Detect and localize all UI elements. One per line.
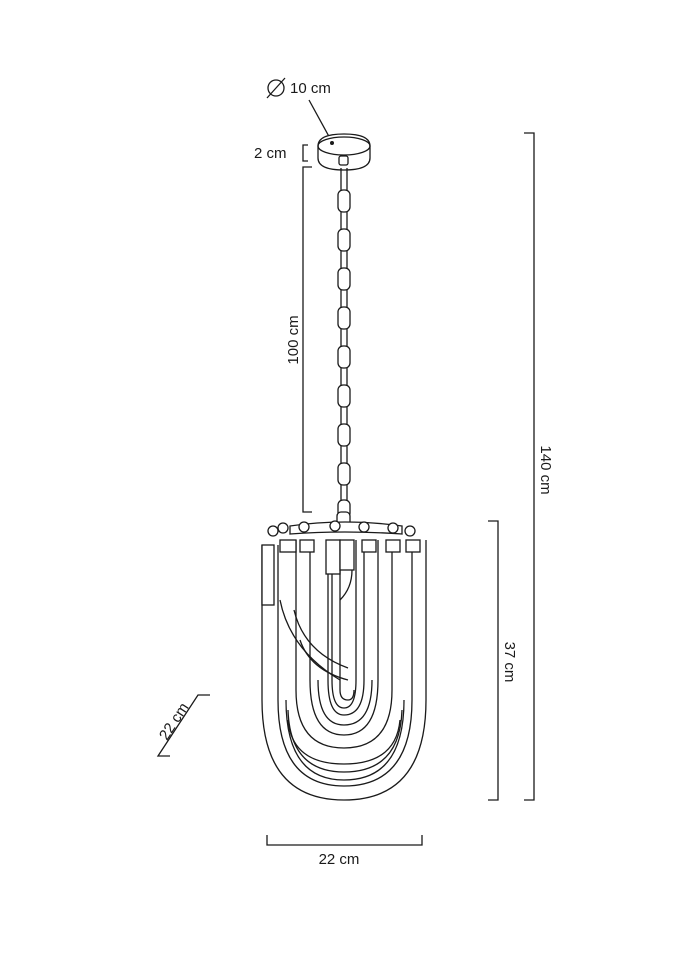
diameter-icon	[266, 77, 286, 99]
ribbon-shade	[261, 539, 427, 801]
total-height-bracket	[524, 132, 535, 801]
canopy-height-bracket	[302, 144, 308, 162]
canopy-diameter-label: 10 cm	[290, 80, 331, 97]
shade-width-bracket	[266, 835, 423, 846]
diameter-leader-line	[308, 99, 333, 143]
canopy-height-label: 2 cm	[254, 145, 287, 162]
shade-height-label: 37 cm	[501, 642, 518, 683]
ceiling-canopy	[317, 133, 371, 171]
shade-depth-label: 22 cm	[156, 700, 193, 744]
chain-length-bracket	[302, 166, 312, 513]
chain	[337, 168, 351, 519]
frame-ring	[267, 511, 416, 537]
total-height-label: 140 cm	[537, 445, 554, 494]
shade-width-label: 22 cm	[319, 851, 360, 868]
shade-depth-bracket	[156, 694, 210, 757]
chain-length-label: 100 cm	[285, 315, 302, 364]
shade-height-bracket	[488, 520, 499, 801]
